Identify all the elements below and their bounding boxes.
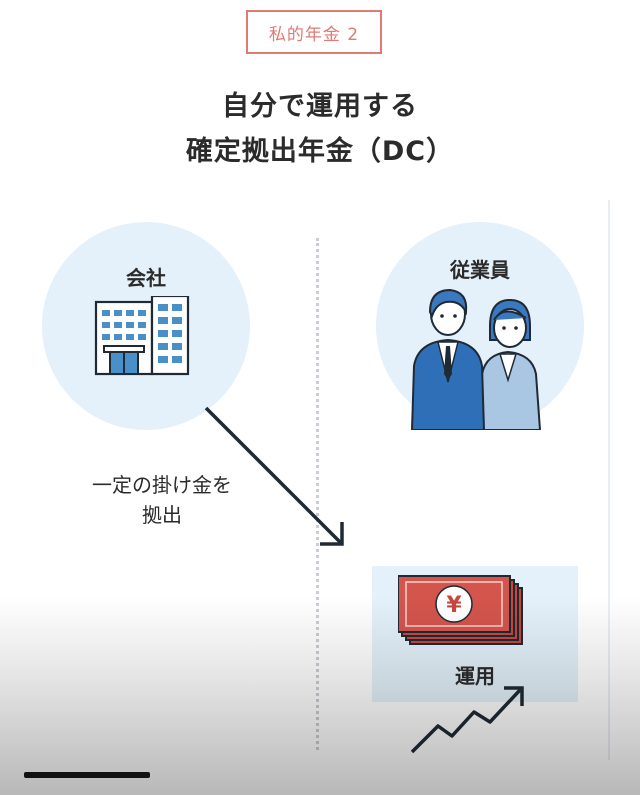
progress-bar (24, 772, 150, 778)
office-building-icon (94, 296, 190, 376)
title-line-2: 確定拠出年金（DC） (185, 136, 455, 167)
employees-icon (410, 288, 542, 430)
title-line-1: 自分で運用する (222, 91, 418, 122)
company-label: 会社 (126, 266, 166, 290)
male-employee-figure (410, 288, 486, 430)
female-employee-figure (478, 298, 542, 430)
dotted-divider (316, 238, 319, 750)
growth-arrow-icon (410, 686, 524, 754)
contribution-text: 一定の掛け金を 拠出 (72, 470, 252, 530)
yen-symbol: ¥ (446, 593, 462, 618)
page-title: 自分で運用する 確定拠出年金（DC） (0, 84, 640, 174)
contribution-line-1: 一定の掛け金を (92, 473, 232, 497)
contribution-arrow (204, 406, 344, 546)
fund-label: 運用 (440, 660, 510, 689)
contribution-line-2: 拠出 (142, 503, 182, 527)
category-tag: 私的年金 2 (246, 10, 382, 54)
frame-edge (608, 200, 610, 760)
bottom-shade-overlay (0, 596, 640, 795)
employee-label: 従業員 (450, 258, 510, 282)
yen-banknotes-icon: ¥ (398, 575, 523, 645)
